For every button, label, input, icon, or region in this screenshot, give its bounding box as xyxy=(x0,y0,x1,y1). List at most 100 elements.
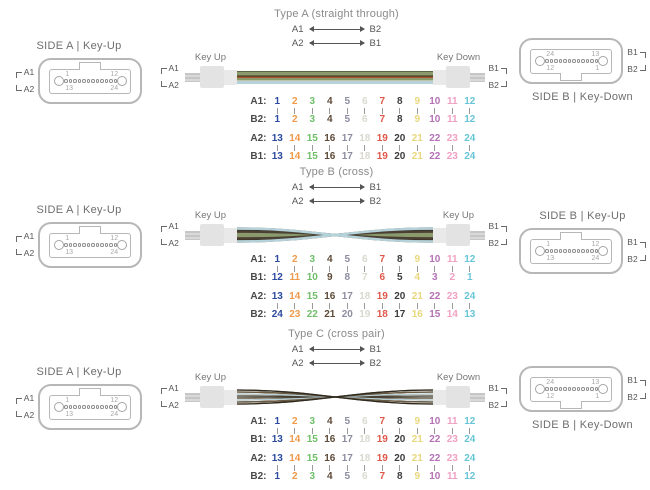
corner-bracket-icon xyxy=(500,80,507,87)
pair-tick-icon xyxy=(373,302,391,309)
fiber-dot-icon xyxy=(545,249,549,253)
side-a-title: SIDE A | Key-Up xyxy=(36,40,122,52)
fiber-dot-icon xyxy=(113,79,118,83)
fiber-dot-icon xyxy=(594,249,599,253)
bracket-row: A2 xyxy=(15,248,34,259)
pair-tick-icon xyxy=(461,427,479,434)
pair-tick-icon xyxy=(356,464,374,471)
fiber-dot-icon xyxy=(576,249,581,253)
pair-tick-icon xyxy=(461,302,479,309)
fiber-number: 18 xyxy=(359,433,371,445)
fiber-number: 8 xyxy=(396,253,403,265)
corner-bracket-icon xyxy=(500,225,507,232)
fiber-number: 5 xyxy=(344,415,351,427)
corner-number: 12 xyxy=(546,64,555,72)
bracket-label: A1 xyxy=(168,383,179,394)
fiber-number: 21 xyxy=(411,433,423,445)
key-position-label: Key Up xyxy=(194,372,227,383)
double-arrow-icon xyxy=(308,184,365,190)
cable-a-bracket: A1 A2 xyxy=(160,222,182,249)
fiber-dot-icon xyxy=(549,59,554,63)
fiber-number: 8 xyxy=(396,95,403,107)
pair-tick-icon xyxy=(303,427,321,434)
mpo-face-inner: 1 12 13 24 xyxy=(49,61,132,94)
pair-ticks-row xyxy=(243,144,479,151)
arrow-to-label: B1 xyxy=(369,38,382,49)
corner-number: 24 xyxy=(110,84,119,92)
row-label: B1: xyxy=(250,272,267,283)
pair-tick-icon xyxy=(443,302,461,309)
pair-tick-icon xyxy=(426,265,444,272)
cable-b-bracket: B1 B2 xyxy=(489,222,513,249)
fiber-dots xyxy=(64,405,118,409)
cable-b-bracket: B1 B2 xyxy=(489,64,513,91)
fiber-number: 21 xyxy=(411,132,423,144)
side-a-face-row: A1 A2 1 12 13 24 xyxy=(15,222,143,268)
fiber-dot-icon xyxy=(567,59,572,63)
pair-tick-icon xyxy=(321,302,339,309)
mpo-connector-face: 24 13 12 1 xyxy=(519,38,624,84)
section-title: Type C (cross pair) xyxy=(288,328,385,340)
pair-tick-icon xyxy=(321,107,339,114)
key-position-label: Key Up xyxy=(194,52,227,63)
fiber-number: 20 xyxy=(341,308,353,320)
fiber-dot-icon xyxy=(590,387,594,391)
corner-number: 13 xyxy=(65,84,73,92)
bracket-row: B1 xyxy=(489,384,513,394)
cable-end-left: Key Up xyxy=(184,52,237,89)
mpo-connector-face: 1 12 13 24 xyxy=(519,228,624,274)
pair-tick-icon xyxy=(286,464,304,471)
fiber-dot-icon xyxy=(68,405,73,409)
bracket-row: B1 xyxy=(627,48,646,58)
pair-tick-icon xyxy=(408,144,426,151)
arrow-from-label: A1 xyxy=(291,344,304,355)
b1-b2-bracket: B1 B2 xyxy=(627,376,646,403)
corner-bracket-icon xyxy=(639,379,646,386)
ferrule-icon xyxy=(184,72,200,82)
fiber-number: 15 xyxy=(306,132,318,144)
bracket-label: B2 xyxy=(627,392,638,403)
fiber-number: 2 xyxy=(449,271,456,283)
b1-b2-bracket: B1 B2 xyxy=(627,238,646,265)
pair-tick-icon xyxy=(426,107,444,114)
fiber-dot-icon xyxy=(581,249,585,253)
fiber-number: 19 xyxy=(376,290,388,302)
fiber-number: 17 xyxy=(341,290,353,302)
fiber-number: 5 xyxy=(344,95,351,107)
pair-tick-icon xyxy=(356,144,374,151)
fiber-dot-icon xyxy=(100,243,104,247)
bracket-row: A2 xyxy=(160,400,182,411)
cable-end-left: Key Up xyxy=(184,210,237,247)
fiber-dot-icon xyxy=(594,59,599,63)
key-tab-icon xyxy=(560,72,583,81)
bracket-row: A1 xyxy=(15,67,35,78)
arrow-from-label: A1 xyxy=(291,182,304,193)
corner-bracket-icon xyxy=(15,84,22,91)
type-a-panel: SIDE A | Key-Up A1 A2 1 12 13 24 xyxy=(0,0,650,162)
fiber-number: 10 xyxy=(429,470,441,482)
pair-tick-icon xyxy=(338,464,356,471)
row-label: A2: xyxy=(250,291,267,302)
corner-number: 12 xyxy=(546,392,555,400)
fiber-dot-icon xyxy=(64,243,68,247)
fiber-number: 9 xyxy=(414,95,421,107)
fiber-number: 15 xyxy=(429,308,441,320)
fiber-number: 19 xyxy=(359,308,371,320)
fiber-dot-icon xyxy=(558,59,563,63)
key-position-label: Key Up xyxy=(442,210,475,221)
pair-tick-icon xyxy=(321,265,339,272)
bracket-label: A1 xyxy=(23,67,35,78)
fiber-dot-icon xyxy=(545,59,549,63)
fiber-number: 5 xyxy=(344,253,351,265)
pair-tick-icon xyxy=(338,144,356,151)
fiber-number: 1 xyxy=(274,470,281,482)
corner-bracket-icon xyxy=(500,400,507,407)
fiber-number: 19 xyxy=(376,452,388,464)
fiber-dot-icon xyxy=(77,243,82,247)
